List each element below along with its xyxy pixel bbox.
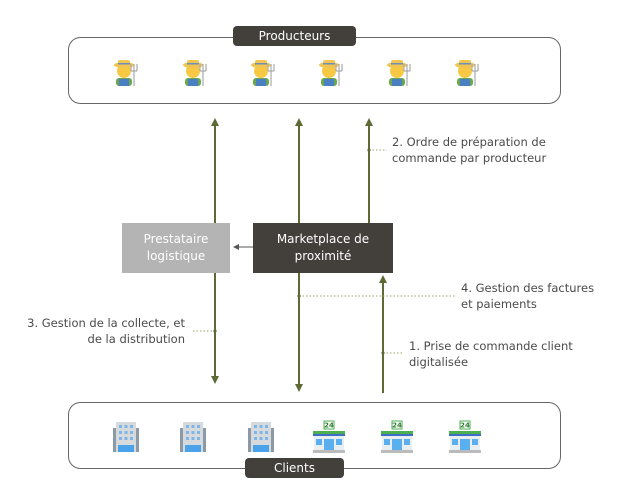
- convenience-store-icon: [380, 420, 414, 454]
- office-building-icon: [248, 422, 274, 452]
- convenience-store-icon: [448, 420, 482, 454]
- step-4-line1: 4. Gestion des factures: [461, 281, 595, 295]
- step-4-label: 4. Gestion des factures et paiements: [461, 280, 594, 312]
- marketplace-box: Marketplace de proximité: [253, 223, 393, 273]
- step-2-label: 2. Ordre de préparation de commande par p…: [392, 134, 546, 166]
- logistics-provider-box: Prestataire logistique: [122, 223, 230, 273]
- step-1-label: 1. Prise de commande client digitalisée: [409, 338, 573, 370]
- producers-container: [68, 37, 561, 104]
- clients-label: Clients: [245, 458, 344, 478]
- step-3-label: 3. Gestion de la collecte, et de la distr…: [27, 315, 185, 347]
- farmer-icon: [454, 59, 479, 87]
- farmer-icon: [182, 59, 207, 87]
- client-icons: [113, 420, 482, 454]
- step-3-line2: de la distribution: [87, 332, 185, 346]
- office-building-icon: [180, 422, 206, 452]
- logistics-line1: Prestataire: [143, 232, 209, 246]
- step-2-line1: 2. Ordre de préparation de: [392, 135, 546, 149]
- producers-label: Producteurs: [233, 26, 356, 46]
- farmer-icon: [250, 59, 275, 87]
- marketplace-line2: proximité: [294, 249, 352, 263]
- producer-icons: [113, 59, 479, 87]
- convenience-store-icon: [312, 420, 346, 454]
- step-1-line1: 1. Prise de commande client: [409, 339, 573, 353]
- farmer-icon: [318, 59, 343, 87]
- farmer-icon: [386, 59, 411, 87]
- marketplace-line1: Marketplace de: [276, 232, 370, 246]
- step-4-line2: et paiements: [461, 297, 537, 311]
- step-2-line2: commande par producteur: [392, 151, 547, 165]
- office-building-icon: [113, 422, 139, 452]
- farmer-icon: [113, 59, 138, 87]
- step-3-line1: 3. Gestion de la collecte, et: [27, 316, 185, 330]
- logistics-line2: logistique: [146, 249, 206, 263]
- step-1-line2: digitalisée: [409, 355, 469, 369]
